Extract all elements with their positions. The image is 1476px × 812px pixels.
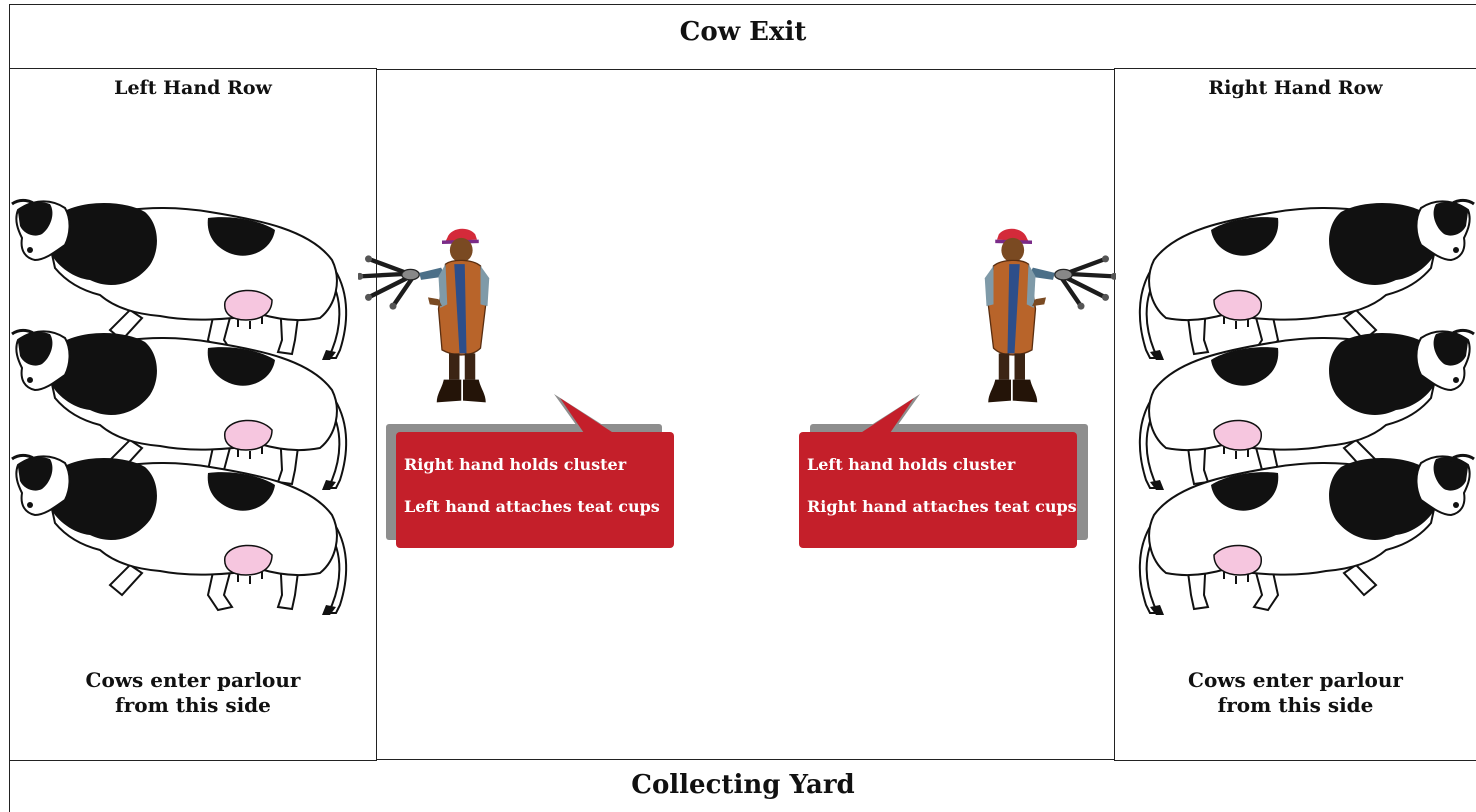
left-callout-line2: Left hand attaches teat cups bbox=[404, 486, 674, 528]
right-callout-line2: Right hand attaches teat cups bbox=[807, 486, 1077, 528]
left-entry-note-line1: Cows enter parlour bbox=[10, 668, 376, 693]
collecting-yard-label: Collecting Yard bbox=[10, 770, 1476, 800]
right-row-title: Right Hand Row bbox=[1115, 77, 1476, 99]
left-operator-callout: Right hand holds cluster Left hand attac… bbox=[396, 432, 674, 548]
cow-exit-label: Cow Exit bbox=[10, 17, 1476, 47]
left-callout-line1: Right hand holds cluster bbox=[404, 444, 674, 486]
left-entry-note-line2: from this side bbox=[10, 693, 376, 718]
milker-icon bbox=[358, 205, 498, 430]
cow-icon bbox=[10, 445, 360, 615]
collecting-yard-zone: Collecting Yard bbox=[9, 759, 1476, 812]
right-entry-note: Cows enter parlour from this side bbox=[1115, 668, 1476, 718]
cow-icon bbox=[1126, 445, 1476, 615]
right-callout-line1: Left hand holds cluster bbox=[807, 444, 1077, 486]
left-row-title: Left Hand Row bbox=[10, 77, 376, 99]
right-entry-note-line1: Cows enter parlour bbox=[1115, 668, 1476, 693]
milker-icon bbox=[976, 205, 1116, 430]
right-operator-callout: Left hand holds cluster Right hand attac… bbox=[799, 432, 1077, 548]
left-entry-note: Cows enter parlour from this side bbox=[10, 668, 376, 718]
right-entry-note-line2: from this side bbox=[1115, 693, 1476, 718]
cow-exit-zone: Cow Exit bbox=[9, 4, 1476, 70]
